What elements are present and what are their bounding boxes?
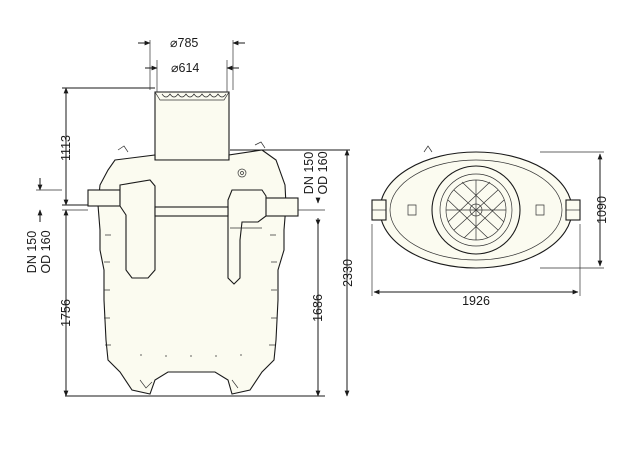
lid-grid-pattern <box>446 180 506 240</box>
pipe-label-line: OD 160 <box>316 151 330 194</box>
plan-view: 1926 1090 <box>371 145 609 308</box>
dim-lid-inner: ⌀614 <box>171 61 199 75</box>
dim-riser-height: 1113 <box>59 135 73 161</box>
outlet-pipe <box>261 197 299 217</box>
pipe-label-line: DN 150 <box>302 152 316 194</box>
dim-plan-depth: 1090 <box>595 196 609 224</box>
dim-lid-outer: ⌀785 <box>170 36 198 50</box>
side-view: ⌀785 ⌀614 1113 1756 2330 1686 DN 150OD 1… <box>25 36 355 397</box>
dim-outlet-height: 1686 <box>311 294 325 322</box>
dim-inlet-height: 1756 <box>59 299 73 327</box>
outlet-pipe-label: DN 150OD 160 <box>302 151 330 194</box>
dim-total-height: 2330 <box>341 259 355 287</box>
riser-shaft <box>154 91 230 161</box>
dim-plan-width: 1926 <box>462 294 490 308</box>
pipe-label-line: OD 160 <box>39 230 53 273</box>
inlet-pipe-label: DN 150OD 160 <box>25 230 53 273</box>
pipe-label-line: DN 150 <box>25 231 39 273</box>
inlet-pipe <box>87 189 121 207</box>
